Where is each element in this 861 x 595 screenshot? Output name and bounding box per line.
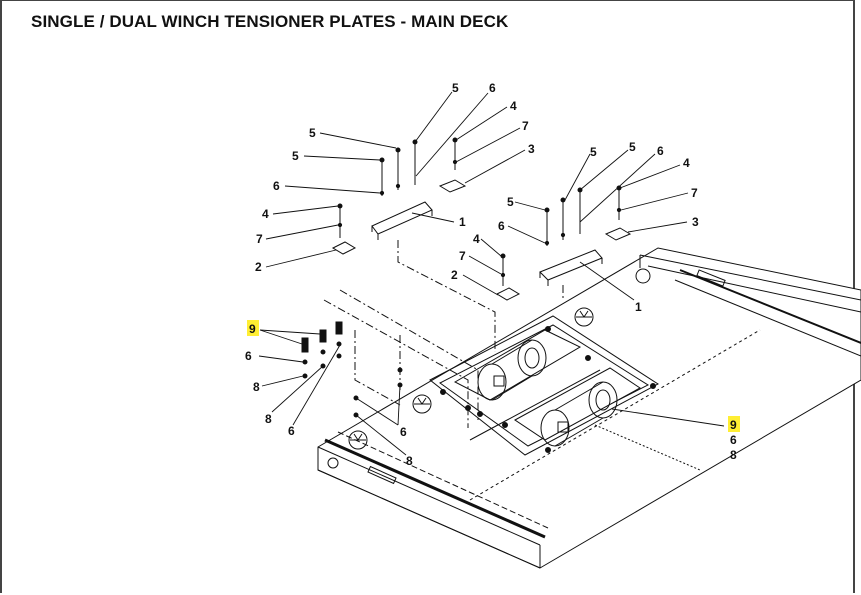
- callout-upper-left: 5: [309, 126, 316, 140]
- callout-upper-left: 6: [489, 81, 496, 95]
- callout-right-stack: 6: [730, 433, 737, 447]
- callout-upper-right: 1: [635, 300, 642, 314]
- callout-upper-left: 7: [522, 119, 529, 133]
- callout-left-stack: 8: [253, 380, 260, 394]
- callout-left-stack: 6: [245, 349, 252, 363]
- callout-center: 6: [400, 425, 407, 439]
- callout-upper-right: 7: [459, 249, 466, 263]
- callout-center: 8: [406, 454, 413, 468]
- drum-mount-bolts: [440, 326, 656, 453]
- winch-drum-lower: [514, 367, 641, 447]
- callout-upper-right: 4: [473, 232, 480, 246]
- tensioner-plate-right: [495, 227, 632, 301]
- callout-upper-right: 6: [498, 219, 505, 233]
- callout-left-stack: 8: [265, 412, 272, 426]
- assembly-centerlines: [323, 240, 564, 428]
- callout-right-stack: 9: [730, 418, 737, 432]
- callout-upper-right: 5: [507, 195, 514, 209]
- callout-left-stack: 6: [288, 424, 295, 438]
- callout-upper-right: 4: [683, 156, 690, 170]
- page-title: SINGLE / DUAL WINCH TENSIONER PLATES - M…: [31, 12, 509, 31]
- callout-upper-left: 2: [255, 260, 262, 274]
- highlight-marker: [728, 416, 740, 432]
- callout-upper-left: 4: [262, 207, 269, 221]
- callout-upper-right: 5: [629, 140, 636, 154]
- callout-upper-right: 7: [691, 186, 698, 200]
- callout-upper-left: 7: [256, 232, 263, 246]
- callout-upper-right: 5: [590, 145, 597, 159]
- callout-upper-left: 3: [528, 142, 535, 156]
- tensioner-plate-left: [331, 179, 467, 255]
- callout-upper-left: 4: [510, 99, 517, 113]
- callout-right-stack: 8: [730, 448, 737, 462]
- callout-upper-left: 5: [452, 81, 459, 95]
- callout-upper-right: 6: [657, 144, 664, 158]
- callout-upper-left: 5: [292, 149, 299, 163]
- callout-left-stack: 9: [249, 322, 256, 336]
- callout-labels: 5 6 4 7 3 5 5 6 4 7 2 1 5 5 6 4 7 5 3 6 …: [245, 81, 740, 468]
- leader-lines: [258, 91, 725, 456]
- callout-upper-right: 2: [451, 268, 458, 282]
- highlight-marker: [247, 320, 259, 336]
- callout-upper-left: 6: [273, 179, 280, 193]
- spring-stack-left: [301, 321, 403, 418]
- callout-upper-right: 3: [692, 215, 699, 229]
- bolts-left: [337, 137, 458, 238]
- bolts-right: [500, 185, 622, 286]
- callout-upper-left: 1: [459, 215, 466, 229]
